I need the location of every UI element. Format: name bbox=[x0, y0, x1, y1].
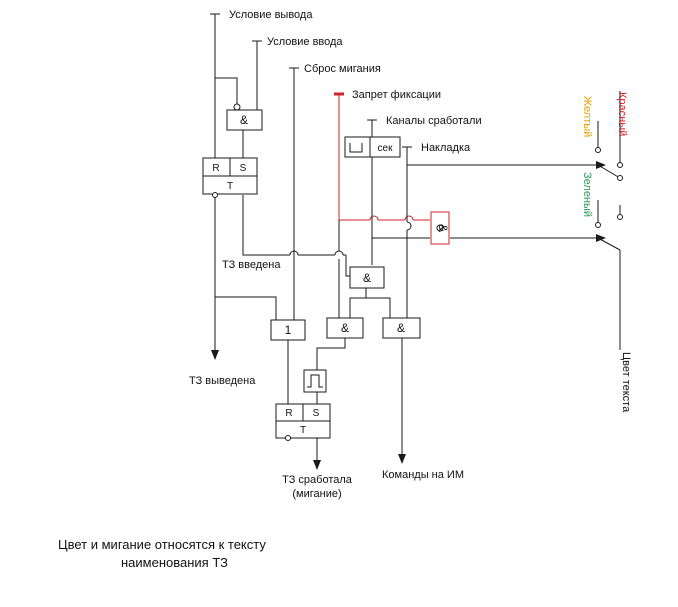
label-yellow: Желтый bbox=[581, 96, 593, 137]
rs2-r-label: R bbox=[285, 408, 292, 419]
label-tz-entered: ТЗ введена bbox=[222, 259, 281, 271]
note-line-2: наименования ТЗ bbox=[121, 555, 228, 570]
pulse-block bbox=[303, 369, 327, 393]
label-channels-triggered: Каналы сработали bbox=[386, 115, 482, 127]
label-output-condition: Условие вывода bbox=[229, 9, 313, 21]
and-gate-commands: & bbox=[382, 317, 421, 339]
rs-trigger-1: R S T bbox=[202, 157, 258, 198]
or-gate-label: 1 bbox=[285, 323, 292, 337]
label-fixation-ban: Запрет фиксации bbox=[352, 89, 441, 101]
label-commands: Команды на ИМ bbox=[382, 469, 464, 481]
rs1-s-label: S bbox=[240, 163, 247, 174]
rs1-r-label: R bbox=[212, 163, 219, 174]
label-blink-reset: Сброс мигания bbox=[304, 63, 381, 75]
red-and-gate: & bbox=[430, 211, 450, 245]
label-text-color: Цвет текста bbox=[620, 352, 632, 413]
label-overlay: Накладка bbox=[421, 142, 471, 154]
and-commands-label: & bbox=[397, 321, 405, 335]
label-input-condition: Условие ввода bbox=[267, 36, 343, 48]
timer-unit-label: сек bbox=[378, 143, 394, 154]
rs2-t-label: T bbox=[300, 425, 306, 436]
red-and-label: & bbox=[436, 224, 450, 232]
label-red: Красный bbox=[616, 92, 628, 136]
wires bbox=[211, 14, 621, 470]
note-line-1: Цвет и мигание относятся к тексту bbox=[58, 537, 266, 552]
rs1-t-label: T bbox=[227, 181, 233, 192]
and-gate-label: & bbox=[240, 113, 248, 127]
timer-block: сек bbox=[344, 136, 401, 158]
rs2-s-label: S bbox=[313, 408, 320, 419]
and-gate-middle: & bbox=[349, 266, 385, 289]
label-tz-triggered-1: ТЗ сработала bbox=[282, 474, 353, 486]
or-gate: 1 bbox=[270, 319, 306, 341]
label-tz-triggered-2: (мигание) bbox=[292, 488, 341, 500]
and-gate-blink: & bbox=[326, 317, 364, 339]
and-middle-label: & bbox=[363, 271, 371, 285]
switch-contacts bbox=[595, 147, 623, 228]
rs-trigger-2: R S T bbox=[275, 403, 331, 441]
label-tz-removed: ТЗ выведена bbox=[189, 375, 256, 387]
label-green: Зеленый bbox=[581, 172, 593, 217]
and-gate-input: & bbox=[226, 103, 263, 131]
and-blink-label: & bbox=[341, 321, 349, 335]
